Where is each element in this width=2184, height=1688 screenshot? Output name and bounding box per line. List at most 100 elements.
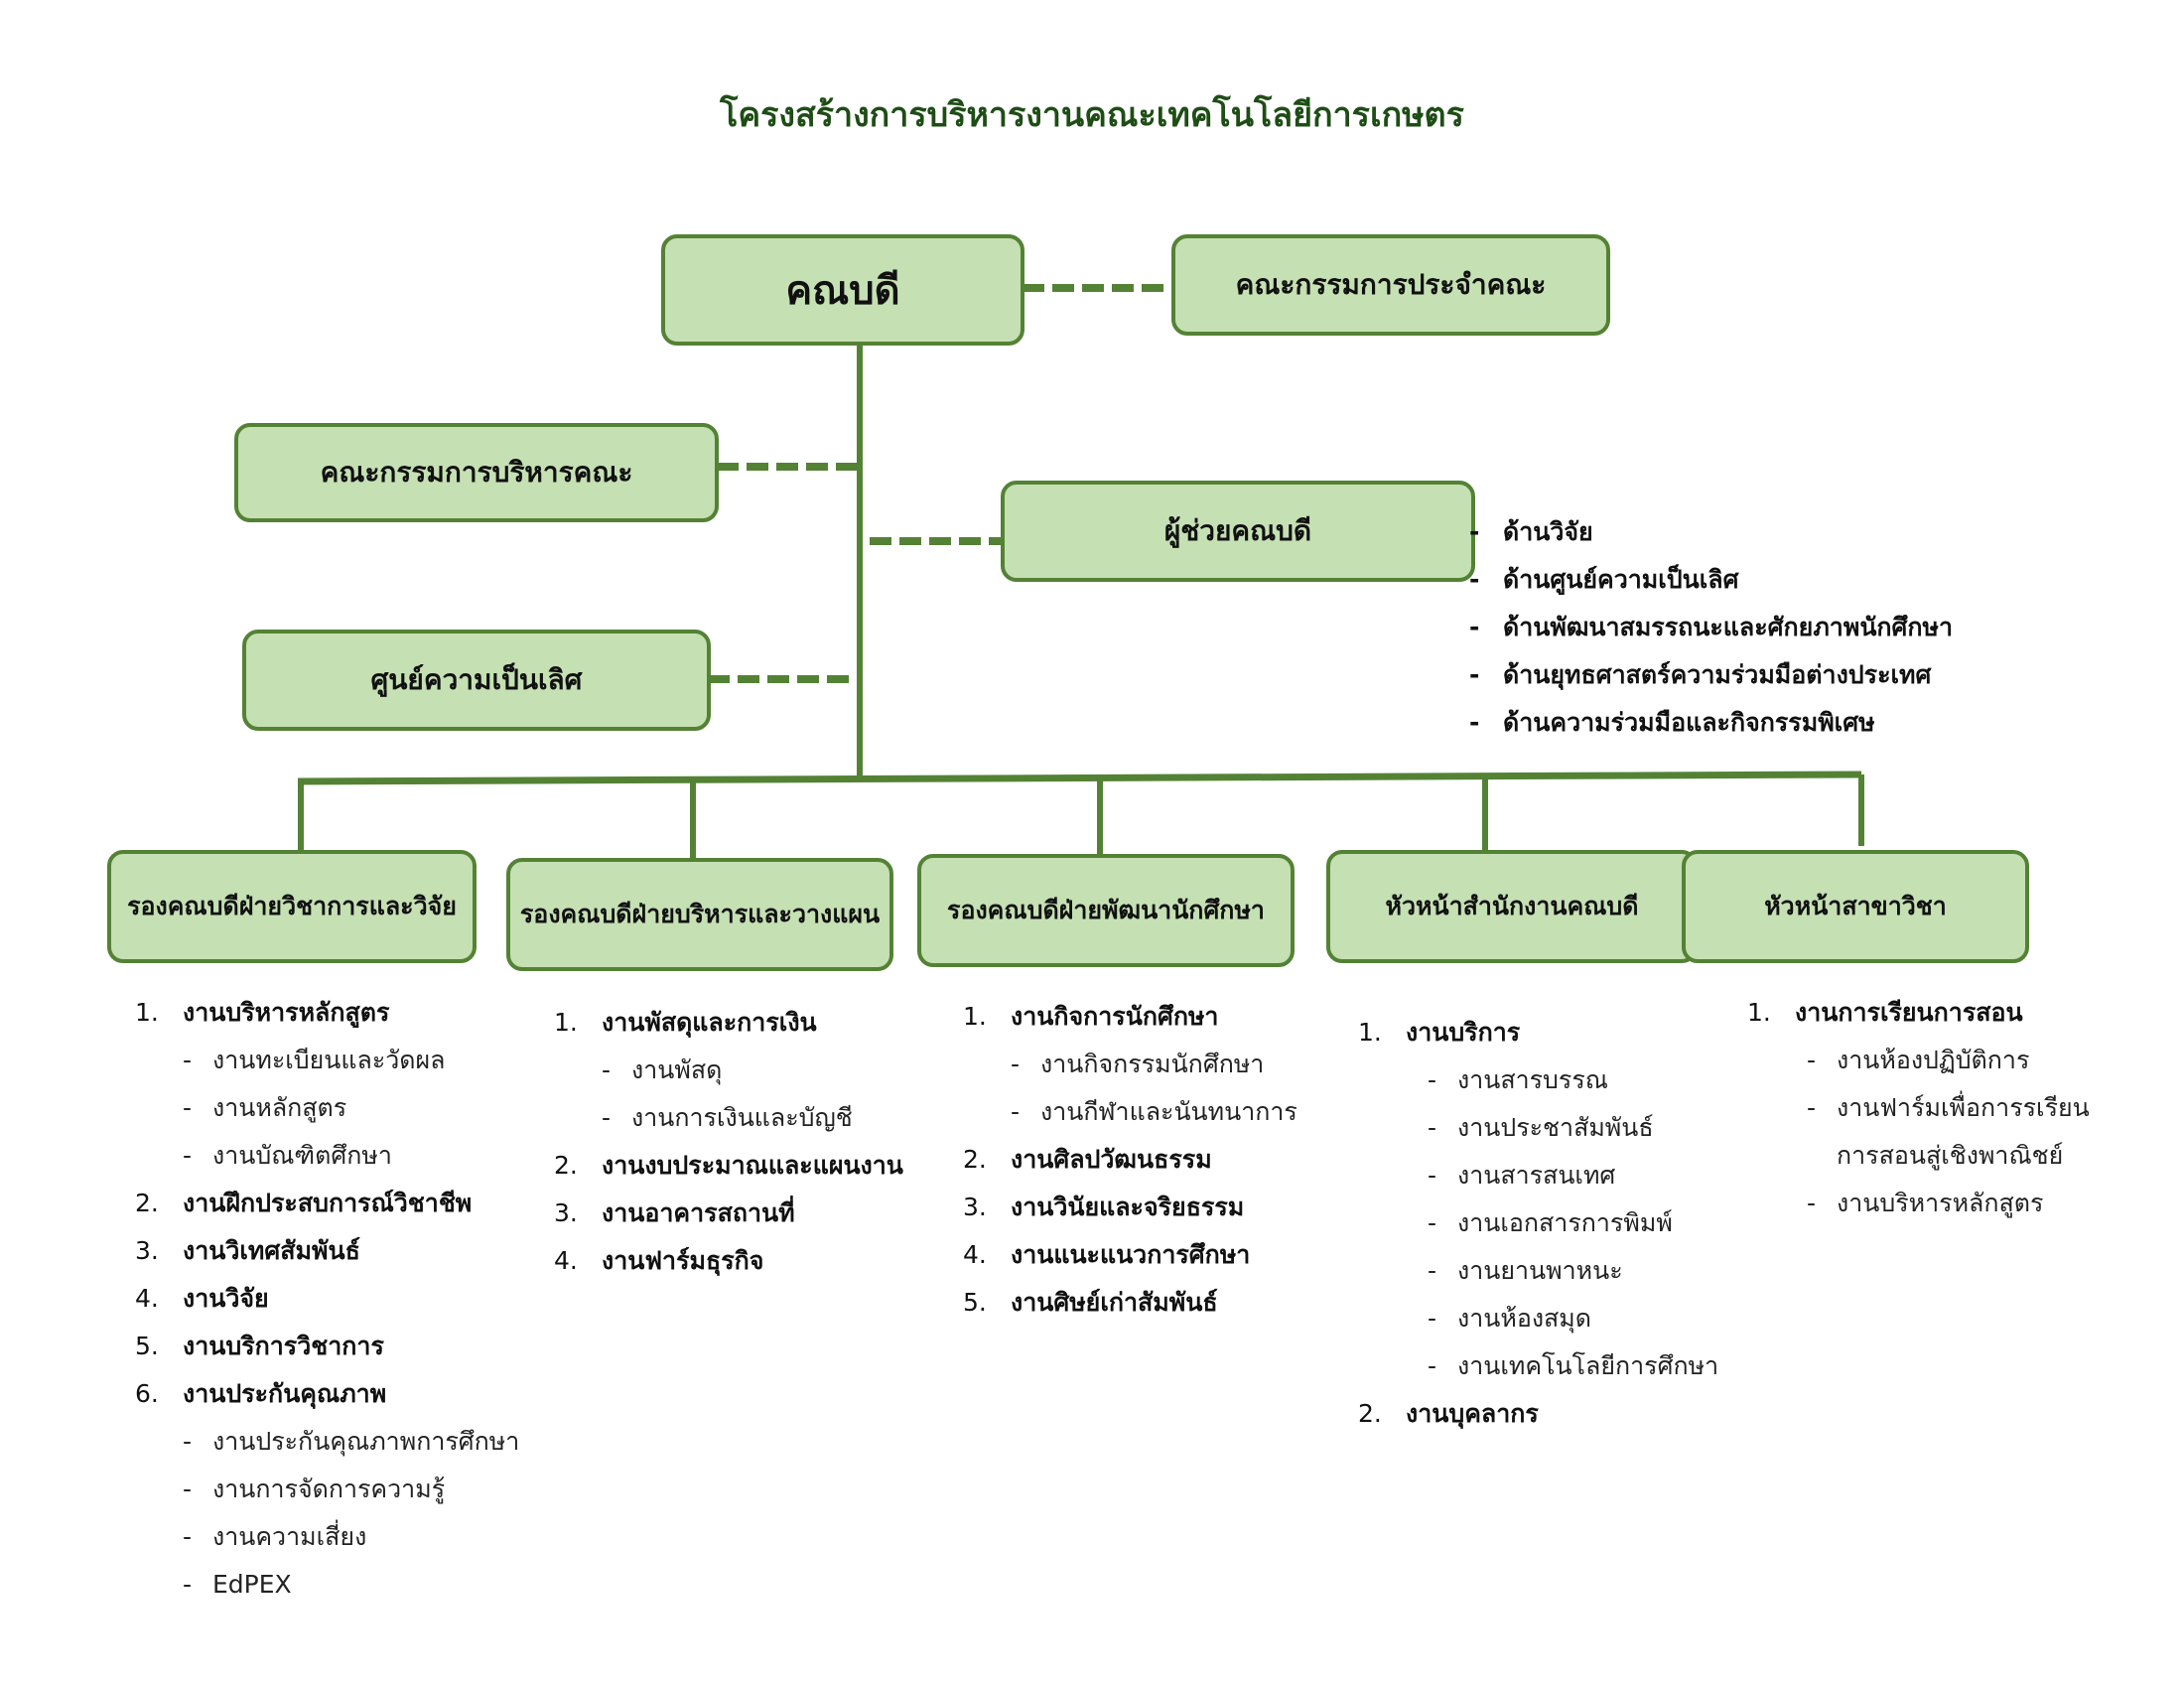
- task-number: 4.: [554, 1246, 578, 1275]
- subtask-label: งานบริหารหลักสูตร: [1837, 1189, 2044, 1217]
- dash-bullet: -: [1428, 1256, 1437, 1285]
- unit-list-student: 1.งานกิจการนักศึกษา -งานกิจกรรมนักศึกษา- ง…: [963, 993, 1297, 1327]
- subtask-item: -งานทะเบียนและวัดผล: [135, 1037, 519, 1084]
- assistant-dean-box[interactable]: ผู้ช่วยคณบดี: [1001, 481, 1475, 582]
- task-number: 1.: [1747, 998, 1771, 1027]
- task-item: 1.งานพัสดุและการเงิน: [554, 999, 903, 1047]
- subtask-label: งานห้องสมุด: [1457, 1304, 1592, 1333]
- subtask-item: -งานเอกสารการพิมพ์: [1358, 1199, 1718, 1247]
- task-label: งานฝึกประสบการณ์วิชาชีพ: [183, 1189, 473, 1217]
- area-item: -ด้านศูนย์ความเป็นเลิศ: [1469, 556, 1953, 604]
- task-label: งานบุคลากร: [1406, 1399, 1539, 1428]
- area-item: -ด้านยุทธศาสตร์ความร่วมมือต่างประเทศ: [1469, 651, 1953, 699]
- subtask-item: -งานเทคโนโลยีการศึกษา: [1358, 1342, 1718, 1390]
- task-number: 1.: [1358, 1018, 1382, 1047]
- task-number: 2.: [963, 1145, 987, 1174]
- task-item: 2. งานบุคลากร: [1358, 1390, 1718, 1438]
- subtask-item: -งานหลักสูตร: [135, 1084, 519, 1132]
- task-number: 3.: [135, 1236, 159, 1265]
- subtask-label: งานประกันคุณภาพการศึกษา: [212, 1427, 520, 1456]
- subtask-label: งานกิจกรรมนักศึกษา: [1040, 1050, 1265, 1078]
- subtask-label: งานประชาสัมพันธ์: [1457, 1113, 1654, 1142]
- dash-bullet: -: [1428, 1208, 1437, 1237]
- task-item: 6.งานประกันคุณภาพ: [135, 1370, 519, 1418]
- subtask-label: งานสารสนเทศ: [1457, 1161, 1616, 1190]
- admin-committee-label: คณะกรรมการบริหารคณะ: [320, 456, 633, 489]
- task-item: 5.งานบริการวิชาการ: [135, 1323, 519, 1370]
- unit-label: หัวหน้าสาขาวิชา: [1764, 892, 1947, 920]
- subtask-label: EdPEX: [212, 1570, 292, 1599]
- task-item: 4.งานวิจัย: [135, 1275, 519, 1323]
- dash-bullet: -: [183, 1046, 193, 1074]
- subtask-label: งานพัสดุ: [631, 1055, 723, 1084]
- unit-list-admin: 1.งานพัสดุและการเงิน -งานพัสดุ -งานการเงิน…: [554, 999, 903, 1285]
- subtask-label: งานสารบรรณ: [1457, 1065, 1608, 1094]
- unit-box-department[interactable]: หัวหน้าสาขาวิชา: [1682, 850, 2029, 963]
- task-label: งานบริหารหลักสูตร: [183, 998, 390, 1027]
- task-label: งานพัสดุและการเงิน: [602, 1008, 817, 1037]
- dash-bullet: -: [1807, 1189, 1817, 1217]
- task-label: งานศิลปวัฒนธรรม: [1011, 1145, 1212, 1174]
- unit-label: รองคณบดีฝ่ายวิชาการและวิจัย: [127, 892, 457, 920]
- subtask-label: งานเทคโนโลยีการศึกษา: [1457, 1351, 1719, 1380]
- task-item: 1.งานการเรียนการสอน: [1747, 989, 2115, 1037]
- unit-list-academic: 1.งานบริหารหลักสูตร-งานทะเบียนและวัดผล-ง…: [135, 989, 519, 1609]
- task-label: งานวิเทศสัมพันธ์: [183, 1236, 360, 1265]
- area-item: -ด้านพัฒนาสมรรถนะและศักยภาพนักศึกษา: [1469, 604, 1953, 651]
- faculty-committee-label: คณะกรรมการประจำคณะ: [1235, 268, 1547, 301]
- task-number: 5.: [135, 1332, 159, 1360]
- dash-bullet: -: [602, 1103, 612, 1132]
- faculty-committee-box[interactable]: คณะกรรมการประจำคณะ: [1171, 234, 1610, 336]
- dash-bullet: -: [1428, 1065, 1437, 1094]
- subtask-label: งานฟาร์มเพื่อการรเรียนการสอนสู่เชิงพาณิช…: [1837, 1093, 2090, 1170]
- dash-bullet: -: [183, 1141, 193, 1170]
- task-number: 2.: [135, 1189, 159, 1217]
- subtask-item: -งานห้องปฏิบัติการ: [1747, 1037, 2115, 1084]
- task-number: 2.: [554, 1151, 578, 1180]
- task-number: 3.: [554, 1198, 578, 1227]
- task-label: งานกิจการนักศึกษา: [1011, 1002, 1219, 1031]
- chart-title: โครงสร้างการบริหารงานคณะเทคโนโลยีการเกษต…: [720, 95, 1464, 135]
- subtask-item: -งานสารบรรณ: [1358, 1056, 1718, 1104]
- bus-line: [297, 771, 1862, 785]
- unit-box-academic[interactable]: รองคณบดีฝ่ายวิชาการและวิจัย: [107, 850, 477, 963]
- task-label: งานวินัยและจริยธรรม: [1011, 1193, 1245, 1221]
- dash-bullet: -: [1428, 1161, 1437, 1190]
- dean-box[interactable]: คณบดี: [661, 234, 1024, 346]
- unit-box-admin[interactable]: รองคณบดีฝ่ายบริหารและวางแผน: [506, 858, 893, 971]
- dash-bullet: -: [1011, 1097, 1021, 1126]
- task-item: 4.งานฟาร์มธุรกิจ: [554, 1237, 903, 1285]
- area-item: -ด้านความร่วมมือและกิจกรรมพิเศษ: [1469, 699, 1953, 747]
- unit-box-office[interactable]: หัวหน้าสำนักงานคณบดี: [1326, 850, 1698, 963]
- task-number: 2.: [1358, 1399, 1382, 1428]
- task-item: 1.งานกิจการนักศึกษา: [963, 993, 1297, 1041]
- dash-bullet: -: [1469, 660, 1480, 689]
- task-label: งานอาคารสถานที่: [602, 1198, 795, 1227]
- subtask-item: -งานยานพาหนะ: [1358, 1247, 1718, 1295]
- assistant-dean-label: ผู้ช่วยคณบดี: [1163, 514, 1312, 547]
- subtask-item: -งานห้องสมุด: [1358, 1295, 1718, 1342]
- dash-bullet: -: [1469, 613, 1480, 641]
- dash-bullet: -: [183, 1475, 193, 1503]
- unit-box-student[interactable]: รองคณบดีฝ่ายพัฒนานักศึกษา: [917, 854, 1295, 967]
- task-label: งานบริการ: [1406, 1018, 1521, 1047]
- task-item: 2. งานงบประมาณและแผนงาน: [554, 1142, 903, 1190]
- subtask-item: -งานการเงินและบัญชี: [554, 1094, 903, 1142]
- subtask-item: -งานบัณฑิตศึกษา: [135, 1132, 519, 1180]
- task-item: 5.งานศิษย์เก่าสัมพันธ์: [963, 1279, 1297, 1327]
- subtask-label: งานทะเบียนและวัดผล: [212, 1046, 446, 1074]
- admin-committee-box[interactable]: คณะกรรมการบริหารคณะ: [234, 423, 719, 522]
- dash-bullet: -: [1469, 565, 1480, 594]
- unit-label: รองคณบดีฝ่ายบริหารและวางแผน: [519, 900, 881, 928]
- excellence-center-box[interactable]: ศูนย์ความเป็นเลิศ: [242, 630, 711, 731]
- task-item: 4. งานแนะแนวการศึกษา: [963, 1231, 1297, 1279]
- dash-bullet: -: [1807, 1093, 1817, 1122]
- task-number: 1.: [135, 998, 159, 1027]
- task-item: 2. งานฝึกประสบการณ์วิชาชีพ: [135, 1180, 519, 1227]
- task-label: งานแนะแนวการศึกษา: [1011, 1240, 1251, 1269]
- task-label: งานงบประมาณและแผนงาน: [602, 1151, 903, 1180]
- task-number: 4.: [963, 1240, 987, 1269]
- task-label: งานวิจัย: [183, 1284, 269, 1313]
- dash-bullet: -: [1011, 1050, 1021, 1078]
- subtask-item: -งานประชาสัมพันธ์: [1358, 1104, 1718, 1152]
